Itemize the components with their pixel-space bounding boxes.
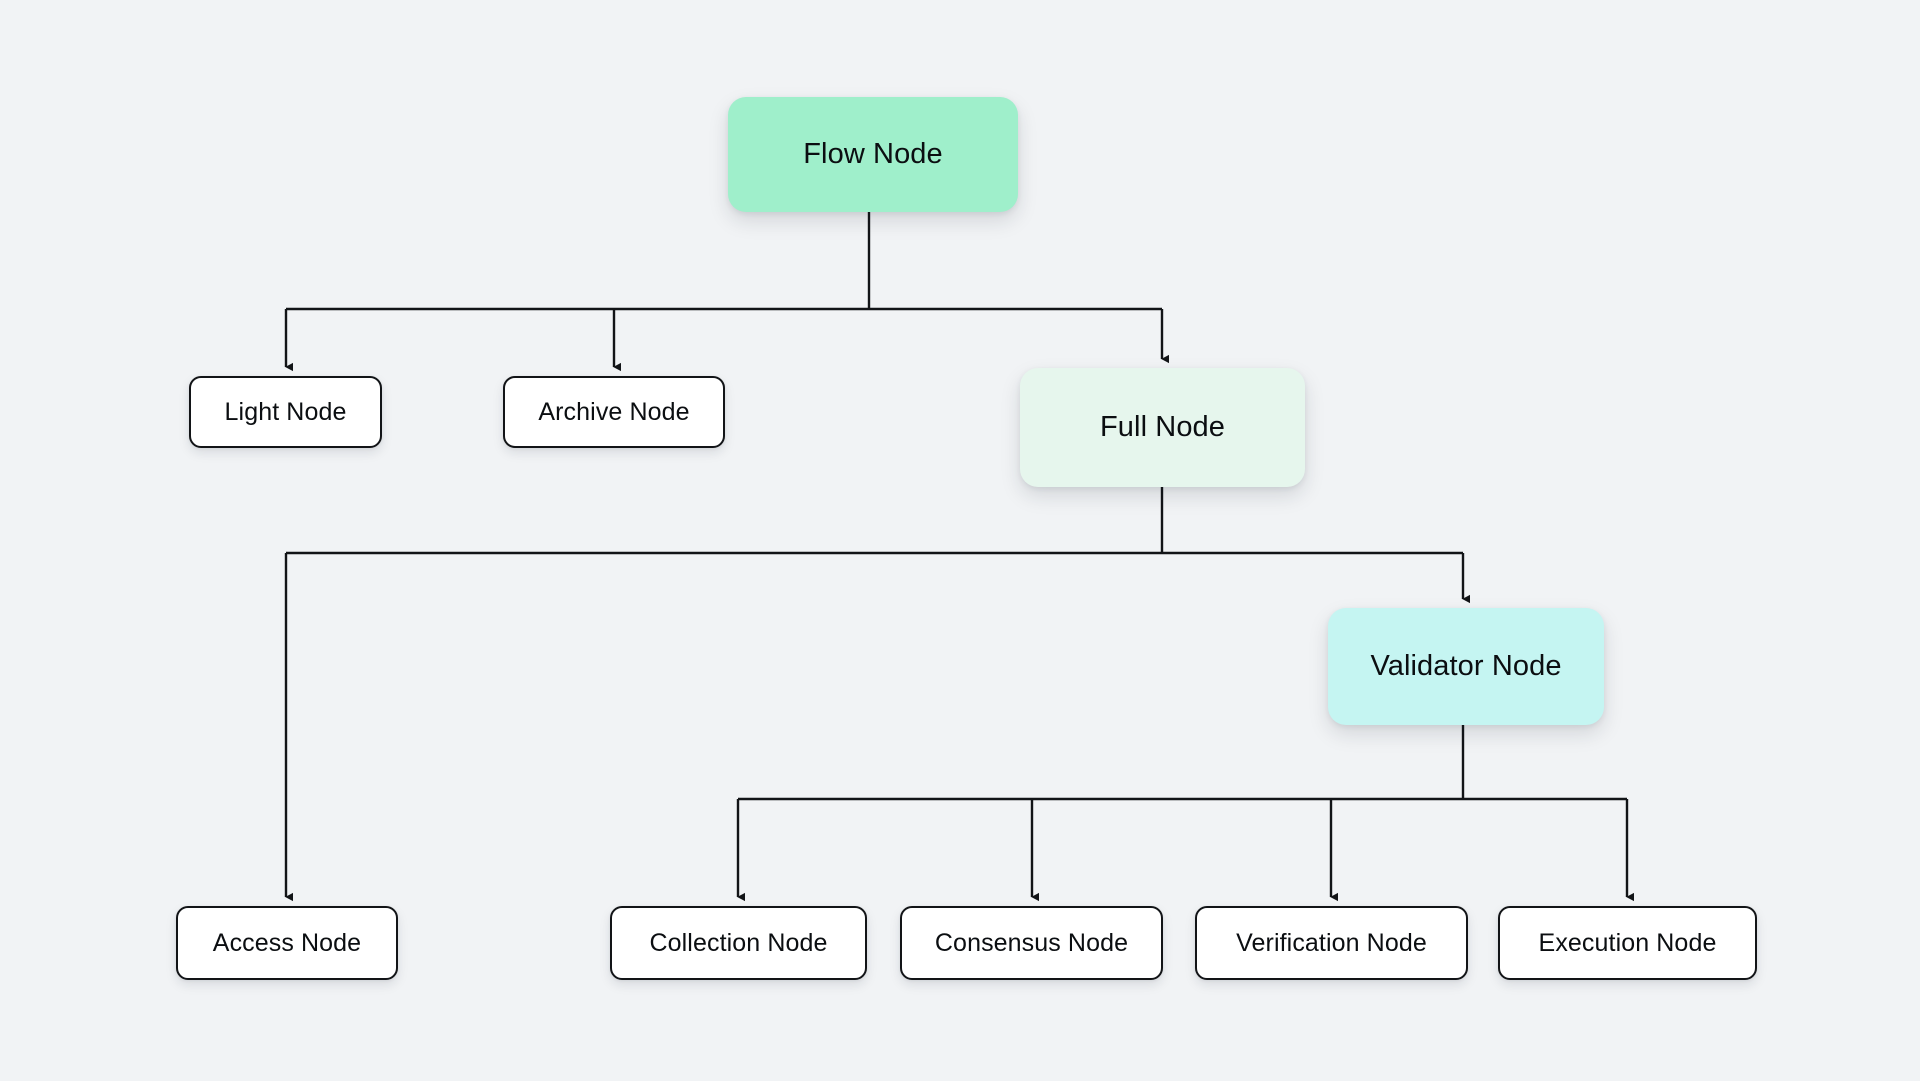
node-label: Collection Node	[649, 928, 828, 957]
node-label: Full Node	[1099, 411, 1225, 443]
node-label: Execution Node	[1538, 928, 1717, 957]
node-label: Access Node	[212, 928, 362, 957]
node-access-node[interactable]: Access Node	[176, 906, 398, 980]
node-label: Consensus Node	[934, 928, 1129, 957]
node-full-node[interactable]: Full Node	[1020, 368, 1305, 487]
node-label: Verification Node	[1236, 928, 1427, 957]
node-consensus-node[interactable]: Consensus Node	[900, 906, 1163, 980]
node-label: Flow Node	[803, 138, 943, 170]
node-label: Light Node	[224, 397, 347, 426]
node-label: Validator Node	[1370, 650, 1562, 682]
node-verification-node[interactable]: Verification Node	[1195, 906, 1468, 980]
node-label: Archive Node	[538, 397, 690, 426]
node-collection-node[interactable]: Collection Node	[610, 906, 867, 980]
node-execution-node[interactable]: Execution Node	[1498, 906, 1757, 980]
node-flow-node[interactable]: Flow Node	[728, 97, 1018, 212]
node-validator-node[interactable]: Validator Node	[1328, 608, 1604, 725]
node-archive-node[interactable]: Archive Node	[503, 376, 725, 448]
node-light-node[interactable]: Light Node	[189, 376, 382, 448]
